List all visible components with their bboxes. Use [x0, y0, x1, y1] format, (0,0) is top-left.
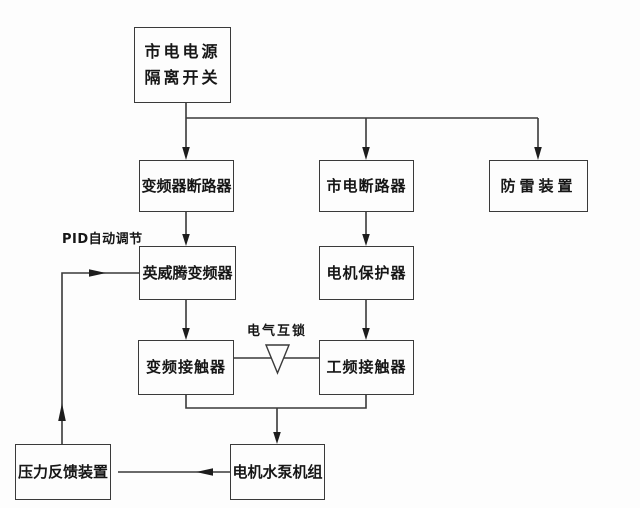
node-invt-inverter-label: 英威腾变频器 — [142, 263, 233, 282]
node-motor-pump-unit: 电机水泵机组 — [230, 444, 325, 500]
node-mains-isolator: 市电电源 隔离开关 — [134, 27, 231, 103]
arrow-down-icon — [362, 147, 370, 160]
node-motor-protector-label: 电机保护器 — [326, 263, 407, 282]
node-mains-breaker: 市电断路器 — [319, 160, 414, 212]
arrow-down-icon — [362, 328, 370, 340]
node-inverter-breaker: 变频器断路器 — [139, 160, 234, 212]
node-motor-protector: 电机保护器 — [319, 246, 414, 300]
node-pressure-feedback-label: 压力反馈装置 — [17, 462, 108, 481]
node-lightning-protection: 防雷装置 — [489, 160, 588, 212]
arrow-down-icon — [182, 147, 190, 160]
node-mains-contactor-label: 工频接触器 — [326, 358, 407, 377]
interlock-triangle-icon — [264, 344, 291, 375]
arrow-down-icon — [362, 234, 370, 246]
node-mains-breaker-label: 市电断路器 — [326, 176, 407, 195]
connector-feedback-up — [61, 272, 139, 444]
node-vfd-contactor: 变频接触器 — [138, 340, 234, 395]
connector-merge — [185, 395, 367, 434]
node-mains-contactor: 工频接触器 — [319, 340, 414, 395]
node-pressure-feedback: 压力反馈装置 — [15, 444, 111, 500]
node-mains-isolator-line2: 隔离开关 — [144, 68, 221, 87]
node-inverter-breaker-label: 变频器断路器 — [141, 176, 232, 195]
arrow-right-icon — [89, 269, 106, 277]
arrow-down-icon — [273, 432, 281, 444]
arrow-down-icon — [182, 234, 190, 246]
node-vfd-contactor-label: 变频接触器 — [145, 358, 226, 377]
node-mains-isolator-line1: 市电电源 — [144, 42, 221, 61]
electrical-interlock-label: 电气互锁 — [247, 324, 308, 339]
arrow-down-icon — [534, 147, 542, 160]
pid-auto-regulation-label: PID自动调节 — [62, 232, 143, 247]
arrow-up-icon — [58, 403, 66, 421]
node-invt-inverter: 英威腾变频器 — [139, 246, 236, 300]
arrow-down-icon — [182, 328, 190, 340]
arrow-left-icon — [196, 468, 213, 476]
node-motor-pump-unit-label: 电机水泵机组 — [232, 462, 323, 481]
node-lightning-protection-label: 防雷装置 — [500, 176, 577, 195]
